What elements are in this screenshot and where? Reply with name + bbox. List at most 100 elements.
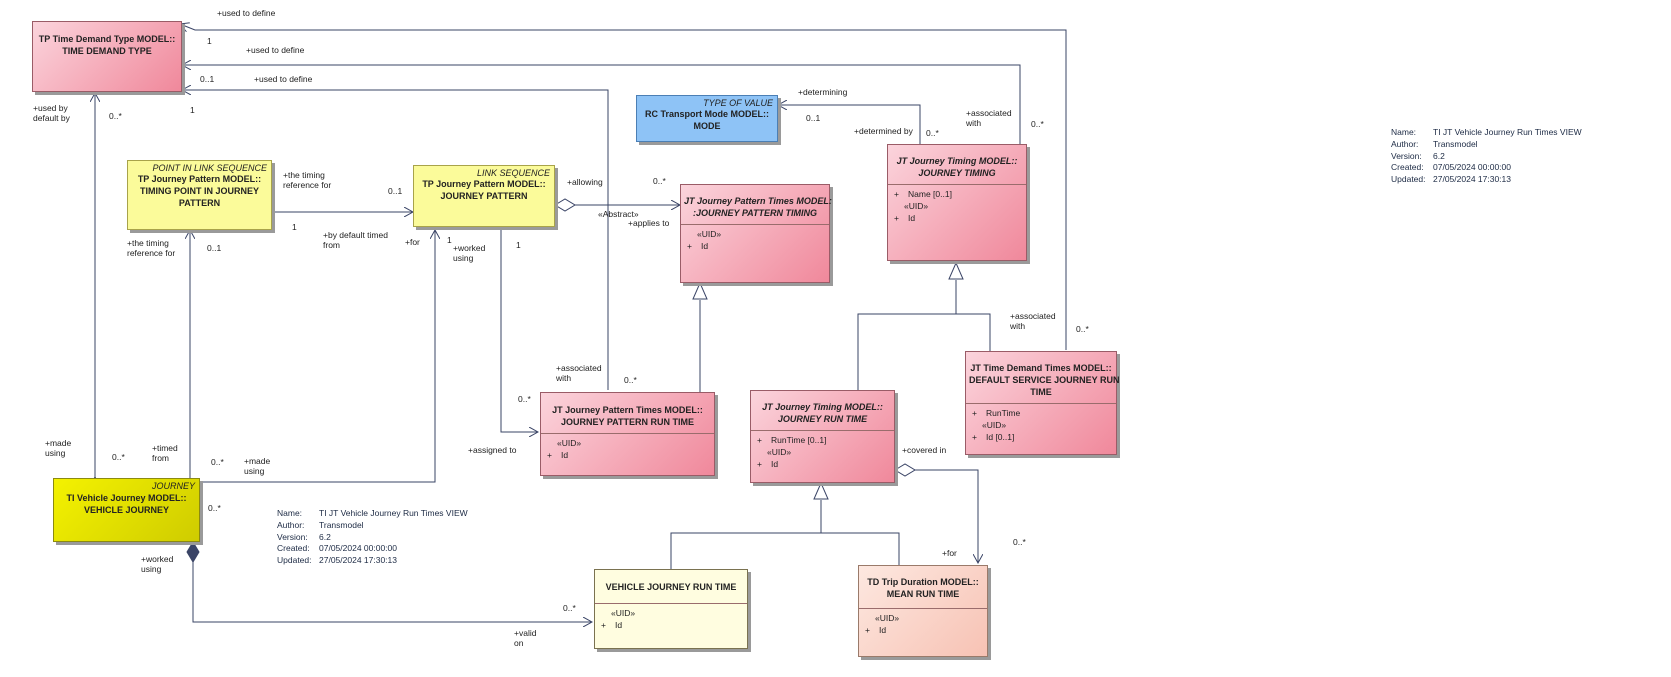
box-stereotype: POINT IN LINK SEQUENCE [152,163,267,173]
multiplicity-label: 0..* [926,128,939,138]
box-title: JT Journey Timing MODEL:: JOURNEY RUN TI… [762,402,883,424]
role-label: +by default timed from [323,230,388,250]
role-label: +worked using [141,554,174,574]
box-divider [966,403,1116,404]
composition-diamond-vj [186,541,200,563]
assoc-used-to-define-2 [182,65,1021,145]
box-journey-pattern-timing[interactable]: JT Journey Pattern Times MODEL: :JOURNEY… [680,184,832,283]
aggregation-diamond-jrt [894,463,916,477]
role-label: +made using [244,456,271,476]
multiplicity-label: 1 [447,235,452,245]
box-time-demand-type[interactable]: TP Time Demand Type MODEL:: TIME DEMAND … [32,21,182,92]
multiplicity-label: 0..1 [200,74,215,84]
box-mean-run-time[interactable]: TD Trip Duration MODEL:: MEAN RUN TIME «… [858,565,988,657]
multiplicity-label: 0..* [1031,119,1044,129]
box-title: JT Time Demand Times MODEL:: DEFAULT SER… [969,363,1120,397]
box-stereotype: JOURNEY [151,481,195,491]
multiplicity-label: 0..* [653,176,666,186]
generalisation-arrow-jp [692,281,708,300]
box-journey-pattern[interactable]: LINK SEQUENCE TP Journey Pattern MODEL::… [413,165,555,227]
role-label: +determining [798,87,848,97]
role-label: +used to define [254,74,313,84]
box-stereotype: LINK SEQUENCE [476,168,550,178]
box-divider [595,603,747,604]
role-label: +timed from [152,443,178,463]
box-title: TD Trip Duration MODEL:: MEAN RUN TIME [867,577,979,599]
assoc-made-using [200,230,435,483]
box-title: TI Vehicle Journey MODEL:: VEHICLE JOURN… [66,493,187,515]
box-title: JT Journey Pattern Times MODEL:: JOURNEY… [552,405,703,427]
uid-stereotype: «UID» [611,608,636,618]
box-journey-timing[interactable]: JT Journey Timing MODEL:: JOURNEY TIMING… [887,144,1027,261]
attribute-row: +Id [757,459,779,469]
uid-stereotype: «UID» [904,201,929,211]
multiplicity-label: 0..* [112,452,125,462]
role-label: +for [405,237,420,247]
box-title: VEHICLE JOURNEY RUN TIME [605,582,737,592]
diagram-metadata-left: Name:TI JT Vehicle Journey Run Times VIE… [277,508,468,566]
attribute-row: +RunTime [972,408,1021,418]
box-default-service-journey-run-time[interactable]: JT Time Demand Times MODEL:: DEFAULT SER… [965,351,1120,455]
role-label: +applies to [628,218,670,228]
role-label: +covered in [902,445,947,455]
multiplicity-label: 1 [207,36,212,46]
assoc-valid-on [192,562,592,622]
role-label: +used to define [246,45,305,55]
box-divider [751,430,894,431]
attribute-row: +Id [601,620,623,630]
assoc-used-to-define-1 [180,24,1067,350]
role-label: +associated with [556,363,602,383]
box-vehicle-journey-run-time[interactable]: VEHICLE JOURNEY RUN TIME «UID» +Id [594,569,748,649]
multiplicity-label: 1 [190,105,195,115]
box-title: RC Transport Mode MODEL:: MODE [645,109,769,131]
generalisation-arrow-jrt [813,481,829,500]
attribute-row: +Id [547,450,569,460]
multiplicity-label: 0..* [1013,537,1026,547]
multiplicity-label: 0..1 [388,186,403,196]
assoc-used-to-define-3 [182,90,609,390]
multiplicity-label: 0..* [211,457,224,467]
box-journey-run-time[interactable]: JT Journey Timing MODEL:: JOURNEY RUN TI… [750,390,895,483]
box-title: TP Journey Pattern MODEL:: TIMING POINT … [137,174,262,208]
multiplicity-label: 0..* [563,603,576,613]
assoc-covered-in [915,469,978,563]
multiplicity-label: 0..* [624,375,637,385]
multiplicity-label: 0..1 [806,113,821,123]
uid-stereotype: «UID» [875,613,900,623]
box-stereotype: TYPE OF VALUE [703,98,773,108]
attribute-row: +RunTime [0..1] [757,435,827,445]
multiplicity-label: 1 [292,222,297,232]
role-label: +valid on [514,628,537,648]
aggregation-diamond-jp [554,198,576,212]
attribute-row: +Id [894,213,916,223]
stereotype-label: «Abstract» [598,209,639,219]
role-label: +determined by [854,126,913,136]
role-label: +assigned to [468,445,517,455]
role-label: +allowing [567,177,603,187]
attribute-row: +Id [687,241,709,251]
box-title: TP Time Demand Type MODEL:: TIME DEMAND … [38,34,176,56]
assoc-assigned-to [501,230,538,432]
uid-stereotype: «UID» [697,229,722,239]
box-divider [541,433,714,434]
role-label: +used by default by [33,103,70,123]
role-label: +made using [45,438,72,458]
generalisation-arrow-jt [948,261,964,280]
uid-stereotype: «UID» [982,420,1007,430]
multiplicity-label: 0..* [208,503,221,513]
box-timing-point-in-journey-pattern[interactable]: POINT IN LINK SEQUENCE TP Journey Patter… [127,160,272,230]
box-divider [859,608,987,609]
box-journey-pattern-run-time[interactable]: JT Journey Pattern Times MODEL:: JOURNEY… [540,392,715,476]
uid-stereotype: «UID» [557,438,582,448]
assoc-determining [778,105,921,145]
role-label: +worked using [453,243,486,263]
box-vehicle-journey[interactable]: JOURNEY TI Vehicle Journey MODEL:: VEHIC… [53,478,200,542]
role-label: +used to define [217,8,276,18]
box-transport-mode[interactable]: TYPE OF VALUE RC Transport Mode MODEL:: … [636,95,778,142]
attribute-row: +Id [0..1] [972,432,1015,442]
multiplicity-label: 1 [516,240,521,250]
role-label: +for [942,548,957,558]
diagram-metadata-right: Name:TI JT Vehicle Journey Run Times VIE… [1391,127,1582,185]
multiplicity-label: 0..* [1076,324,1089,334]
